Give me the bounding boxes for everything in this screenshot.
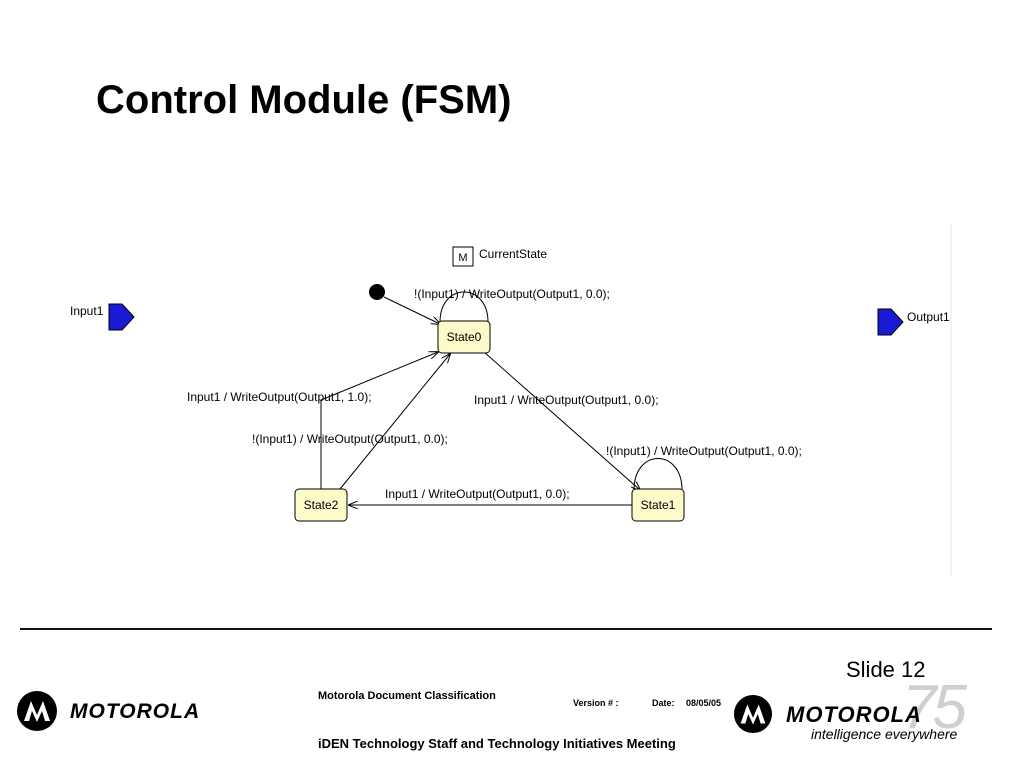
date-label: Date:: [652, 698, 675, 708]
initial-state-dot: [369, 284, 385, 300]
state1-label: State1: [641, 498, 676, 512]
input-port-icon: [108, 303, 135, 331]
s1-self-label: !(Input1) / WriteOutput(Output1, 0.0);: [606, 444, 802, 458]
state0-label: State0: [447, 330, 482, 344]
current-state-label: CurrentState: [479, 247, 547, 261]
s2-to-s0-not-label: !(Input1) / WriteOutput(Output1, 0.0);: [252, 432, 448, 446]
initial-transition: [383, 296, 440, 324]
memory-label: M: [458, 252, 467, 264]
state2-box[interactable]: [294, 488, 348, 522]
slide-title: Control Module (FSM): [96, 78, 512, 122]
state2-label: State2: [304, 498, 339, 512]
anniversary-watermark: 75: [902, 673, 967, 742]
brand-tagline: intelligence everywhere: [811, 726, 958, 742]
s2-to-s0-not-line: [339, 354, 450, 490]
slide-number: Slide 12: [846, 657, 926, 682]
s2-to-s0-label: Input1 / WriteOutput(Output1, 1.0);: [187, 390, 372, 404]
input-port-label: Input1: [70, 304, 104, 318]
document-classification: Motorola Document Classification: [318, 690, 496, 702]
state0-box[interactable]: [437, 320, 491, 354]
s0-self-label: !(Input1) / WriteOutput(Output1, 0.0);: [414, 287, 610, 301]
s0-to-s1-label: Input1 / WriteOutput(Output1, 0.0);: [474, 393, 659, 407]
footer-divider: [20, 628, 992, 630]
s1-to-s2-label: Input1 / WriteOutput(Output1, 0.0);: [385, 487, 570, 501]
s0-to-s1-line: [483, 351, 640, 490]
brand-right: MOTOROLA: [786, 702, 922, 727]
brand-left: MOTOROLA: [70, 700, 201, 723]
s2-to-s0-line: [320, 352, 438, 489]
output-port-label: Output1: [907, 310, 950, 324]
memory-box: [452, 246, 474, 267]
s0-self-loop: [439, 291, 489, 323]
version-label: Version # :: [573, 698, 619, 708]
motorola-batwing-icon: [17, 691, 57, 731]
state1-box[interactable]: [631, 488, 685, 522]
output-port-icon: [877, 308, 904, 336]
meeting-title: iDEN Technology Staff and Technology Ini…: [318, 736, 676, 751]
s1-self-loop: [633, 458, 683, 491]
motorola-batwing-icon-right: [733, 694, 773, 734]
date-value: 08/05/05: [686, 698, 722, 708]
